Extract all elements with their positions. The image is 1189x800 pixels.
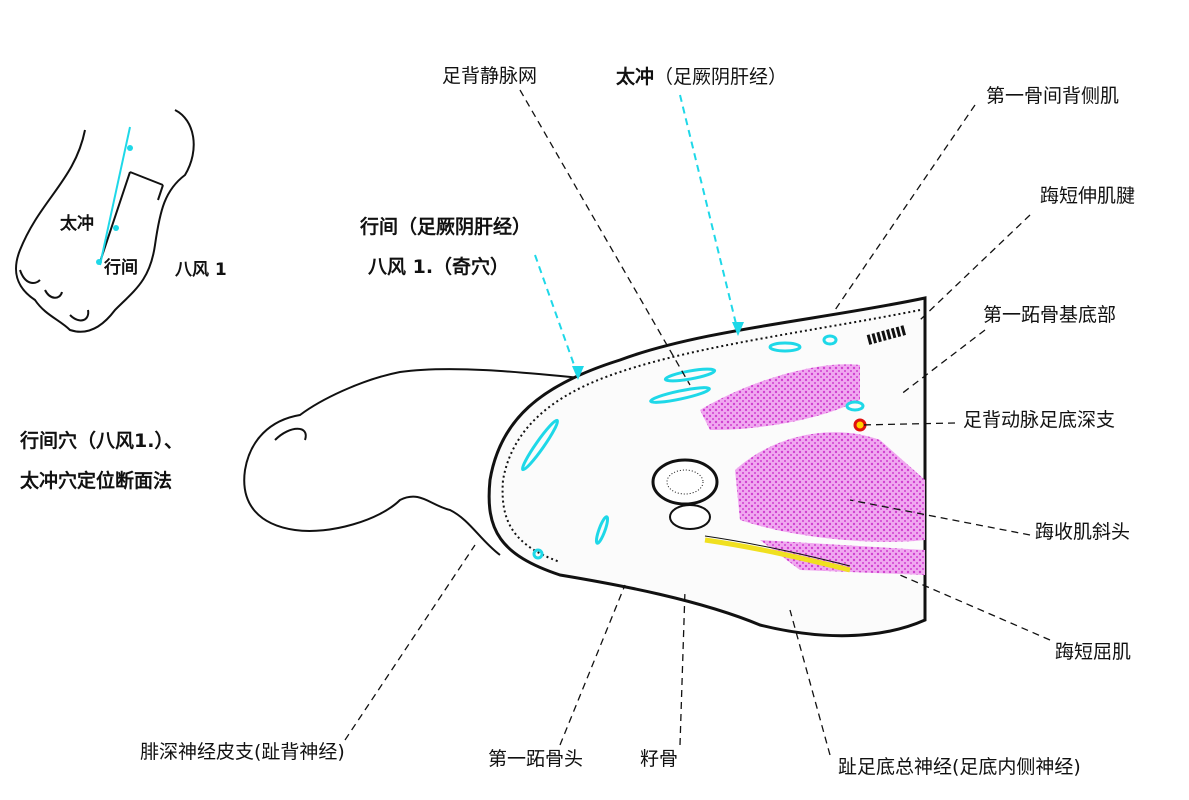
deep-plantar-artery — [853, 418, 867, 432]
first-metatarsal-head — [651, 458, 719, 506]
inset-label-xingjian: 行间 — [104, 258, 138, 278]
label-deep-plantar-artery: 足背动脉足底深支 — [963, 409, 1116, 431]
label-first-metatarsal-base: 第一跖骨基底部 — [983, 304, 1117, 326]
veins — [520, 334, 865, 560]
muscle-dorsal-interosseous — [700, 364, 860, 430]
inset-label-taichong: 太冲 — [60, 214, 94, 234]
toe-outline — [243, 368, 581, 556]
acupoint-pointers — [534, 94, 739, 377]
label-fhb: 踇短屈肌 — [1055, 641, 1132, 663]
label-deep-peroneal-nerve: 腓深神经皮支(趾背神经) — [140, 741, 345, 763]
leader-lines — [344, 89, 1051, 756]
label-plantar-digital-nerve: 趾足底总神经(足底内侧神经) — [838, 756, 1081, 778]
label-first-metatarsal-head: 第一跖骨头 — [488, 748, 584, 770]
inset-taichong-point — [113, 225, 119, 231]
label-taichong: 太冲 — [616, 66, 655, 88]
label-first-dorsal-interosseous: 第一骨间背侧肌 — [986, 85, 1120, 107]
inset-meridian-line — [99, 126, 131, 266]
label-adductor-hallucis: 踇收肌斜头 — [1035, 521, 1131, 543]
label-bafeng: 八风 1.（奇穴） — [368, 256, 510, 278]
sesamoid-bone — [669, 504, 711, 530]
figure-title-line1: 行间穴（八风1.）、 — [20, 430, 183, 452]
muscle-fhb — [760, 540, 925, 575]
label-dorsal-venous-network: 足背静脉网 — [442, 65, 538, 87]
label-sesamoid: 籽骨 — [640, 748, 679, 770]
inset-label-bafeng: 八风 1 — [175, 260, 227, 280]
label-ehb-tendon: 踇短伸肌腱 — [1040, 185, 1136, 207]
inset-foot-sketch — [15, 109, 195, 333]
inset-xingjian-point — [96, 259, 102, 265]
label-xingjian: 行间（足厥阴肝经） — [360, 216, 532, 238]
label-taichong-meridian: （足厥阴肝经） — [654, 66, 788, 88]
plantar-nerve — [704, 537, 851, 573]
figure-title-line2: 太冲穴定位断面法 — [20, 470, 173, 492]
muscle-adductor-hallucis — [735, 432, 925, 542]
